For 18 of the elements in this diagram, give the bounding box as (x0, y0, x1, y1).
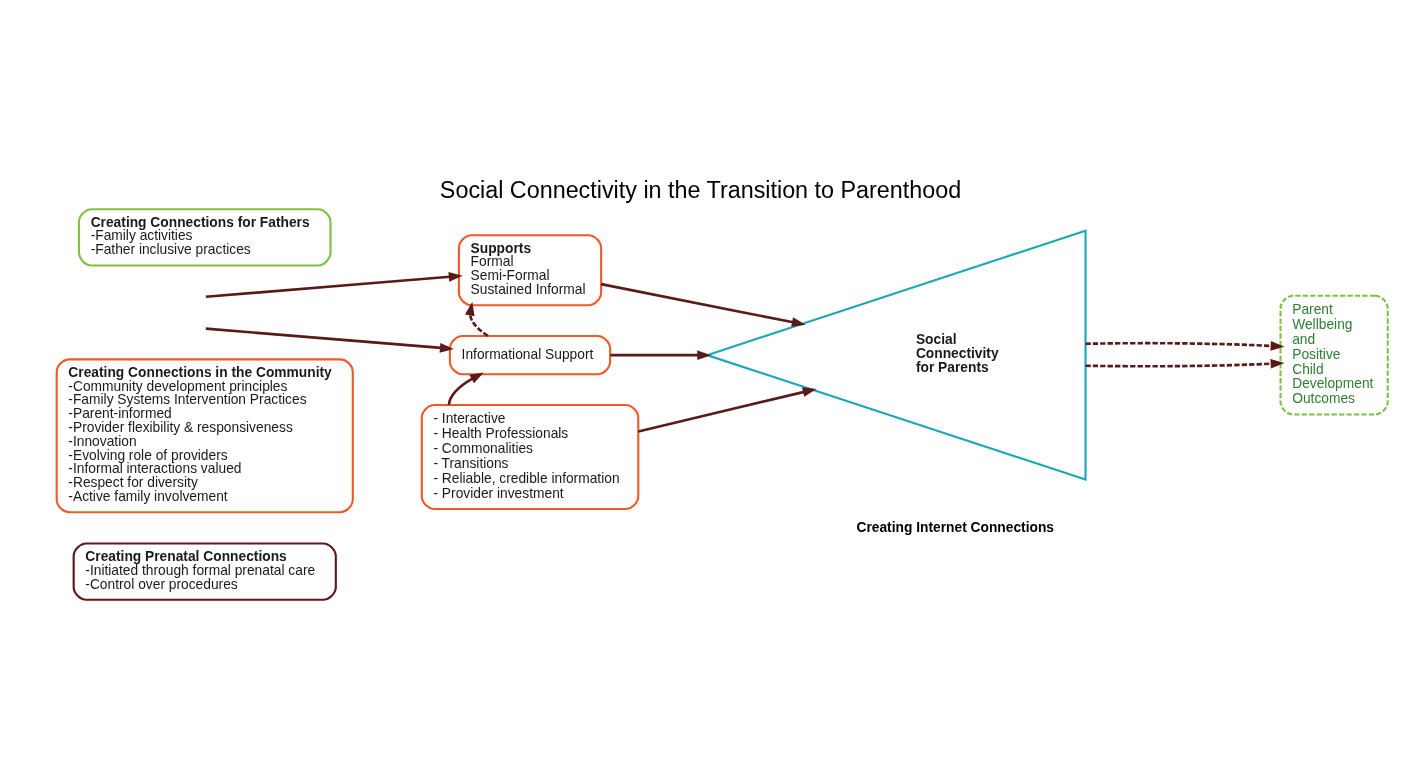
node-box: Informational Support (448, 334, 612, 375)
node-box: Creating Connections in the Community -Community development principles -Family Systems Intervention Practices -Parent-informed -Provider flexibility & responsiveness -Innovation -Evolving role of providers -Informal interactions valued -Respect for diversity -Active family involvement (55, 357, 354, 513)
node-box: Creating Prenatal Connections -Initiated through formal prenatal care -Control over procedures (72, 541, 337, 601)
node-box: - Interactive - Health Professionals - Commonalities - Transitions - Reliable, credible information - Provider investment (420, 403, 640, 510)
arrow (447, 371, 484, 405)
arrow (205, 326, 454, 353)
arrow (600, 282, 806, 327)
arrow (205, 271, 463, 298)
node-box: Creating Connections for Fathers -Family activities -Father inclusive practices (77, 207, 332, 266)
node-box: Parent Wellbeing and Positive Child Development Outcomes (1279, 294, 1389, 416)
label: Creating Internet Connections (856, 519, 1055, 535)
arrow (638, 386, 817, 433)
arrow (465, 301, 489, 337)
arrow (1085, 340, 1285, 351)
diagram-title: Social Connectivity in the Transition to Parenthood (439, 176, 962, 203)
arrow (610, 349, 712, 360)
node-box: Supports Formal Semi-Formal Sustained Informal (457, 233, 603, 306)
arrow (1085, 358, 1285, 369)
